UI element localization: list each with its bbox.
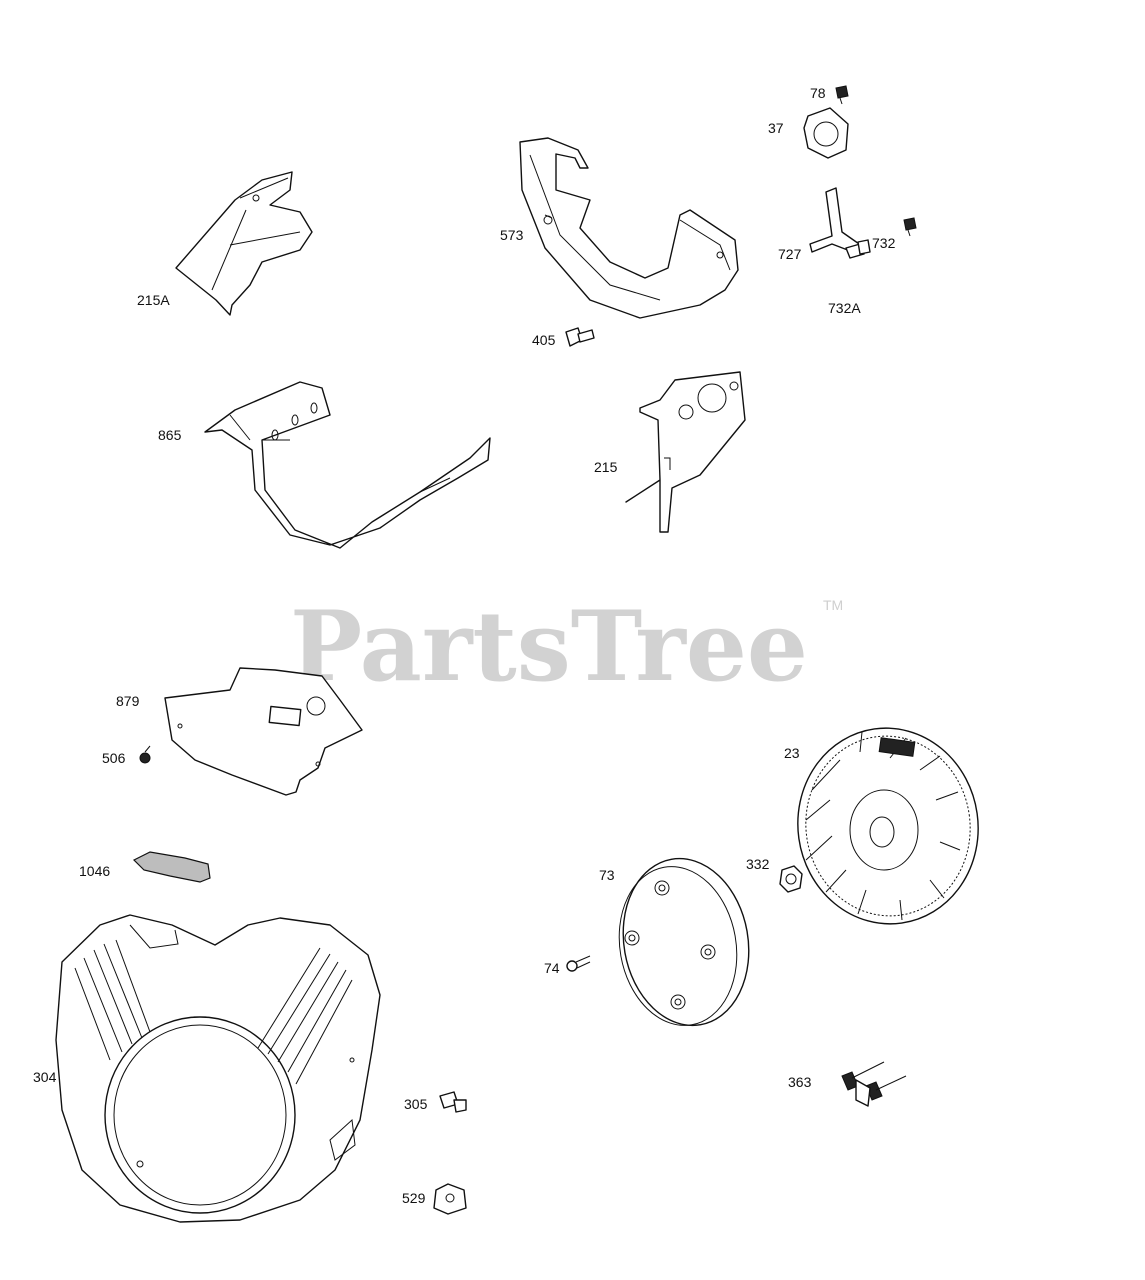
label-304[interactable]: 304 — [33, 1069, 57, 1085]
part-405-screw[interactable] — [565, 327, 595, 347]
label-529[interactable]: 529 — [402, 1190, 426, 1206]
label-732[interactable]: 732 — [872, 235, 896, 251]
part-732A-screw[interactable] — [845, 239, 871, 259]
part-879-plate[interactable] — [164, 667, 363, 796]
part-727-bracket[interactable] — [809, 187, 863, 255]
part-732-screw[interactable] — [903, 217, 917, 237]
label-879[interactable]: 879 — [116, 693, 140, 709]
part-215A-drawing[interactable] — [175, 171, 313, 316]
label-573[interactable]: 573 — [500, 227, 524, 243]
label-363[interactable]: 363 — [788, 1074, 812, 1090]
watermark-text: PartsTree — [290, 590, 808, 703]
part-74-screw[interactable] — [566, 955, 591, 972]
part-37-cover[interactable] — [803, 107, 849, 159]
label-732A[interactable]: 732A — [828, 300, 861, 316]
label-23[interactable]: 23 — [784, 745, 800, 761]
label-405[interactable]: 405 — [532, 332, 556, 348]
part-78-screw[interactable] — [835, 85, 849, 105]
part-865-baffle[interactable] — [204, 381, 491, 549]
part-363-armature[interactable] — [841, 1061, 907, 1107]
part-332-nut[interactable] — [779, 865, 803, 893]
part-305-screw[interactable] — [439, 1091, 467, 1113]
label-1046[interactable]: 1046 — [79, 863, 110, 879]
label-727[interactable]: 727 — [778, 246, 802, 262]
part-304-housing[interactable] — [55, 914, 381, 1223]
label-215A[interactable]: 215A — [137, 292, 170, 308]
part-529-grommet[interactable] — [433, 1183, 467, 1215]
part-506-screw[interactable] — [139, 745, 151, 764]
label-73[interactable]: 73 — [599, 867, 615, 883]
label-78[interactable]: 78 — [810, 85, 826, 101]
label-37[interactable]: 37 — [768, 120, 784, 136]
label-74[interactable]: 74 — [544, 960, 560, 976]
part-1046-plug[interactable] — [132, 851, 211, 883]
part-215-bracket[interactable] — [625, 371, 746, 533]
watermark-trademark: TM — [823, 597, 843, 613]
label-215[interactable]: 215 — [594, 459, 618, 475]
label-305[interactable]: 305 — [404, 1096, 428, 1112]
label-865[interactable]: 865 — [158, 427, 182, 443]
label-332[interactable]: 332 — [746, 856, 770, 872]
part-573-drawing[interactable] — [519, 137, 739, 319]
part-73-screen[interactable] — [607, 849, 762, 1036]
label-506[interactable]: 506 — [102, 750, 126, 766]
part-23-flywheel[interactable] — [785, 716, 991, 935]
